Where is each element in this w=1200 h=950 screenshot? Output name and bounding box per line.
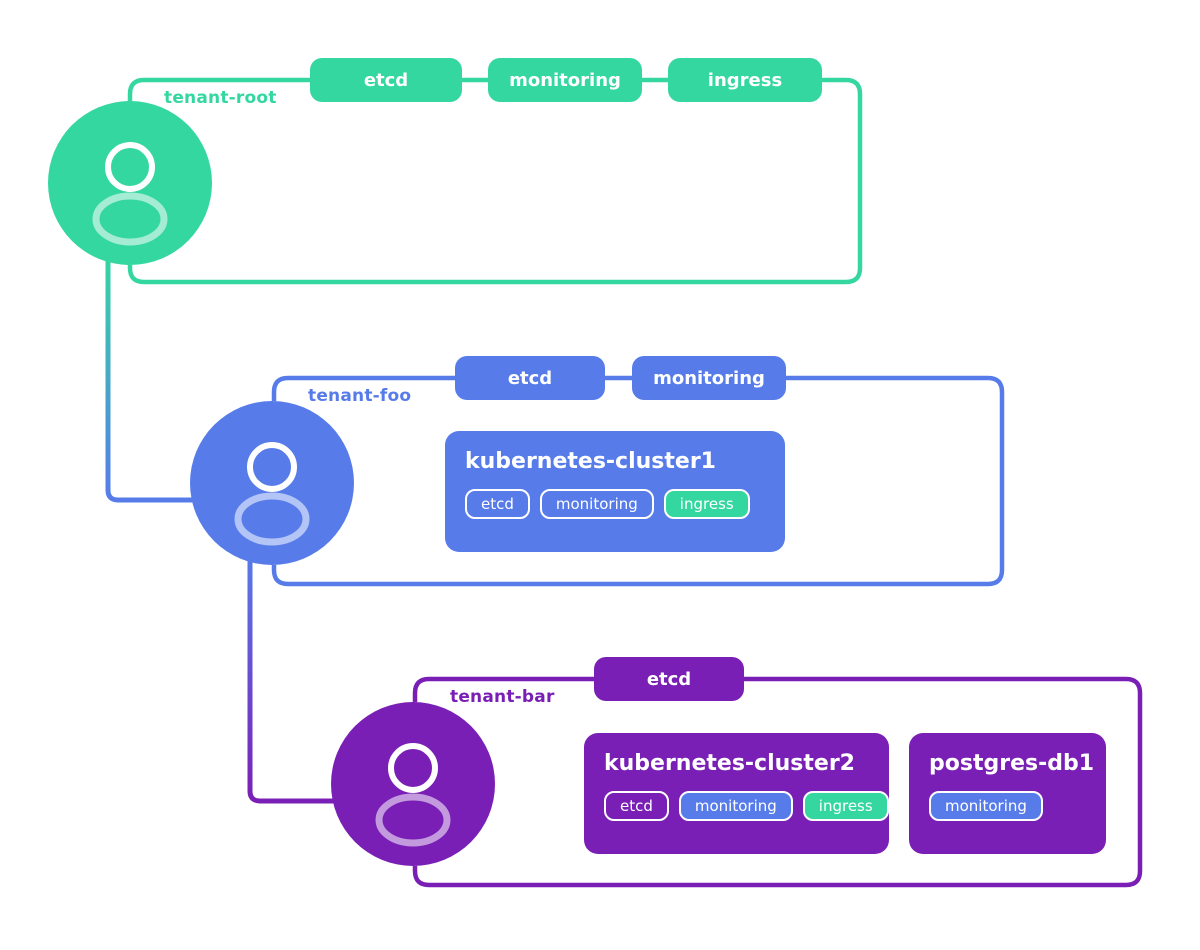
resource-card-chip-list: monitoring <box>929 791 1086 821</box>
tenant-foo-service-monitoring[interactable]: monitoring <box>632 356 786 400</box>
tenant-root-avatar[interactable] <box>48 101 212 265</box>
tenant-bar-label: tenant-bar <box>450 687 555 707</box>
tenant-root-label: tenant-root <box>164 88 277 108</box>
connector-foo-to-bar <box>247 550 355 804</box>
tenant-bar-container-outline <box>412 676 1143 888</box>
user-avatar-icon <box>234 442 310 546</box>
resource-chip-monitoring[interactable]: monitoring <box>929 791 1043 821</box>
user-avatar-icon <box>92 142 168 246</box>
tenant-foo-service-etcd[interactable]: etcd <box>455 356 605 400</box>
resource-chip-ingress[interactable]: ingress <box>663 489 750 519</box>
tenant-root-service-monitoring[interactable]: monitoring <box>488 58 642 102</box>
resource-chip-etcd[interactable]: etcd <box>465 489 530 519</box>
tenant-foo-label: tenant-foo <box>308 386 412 406</box>
tenant-foo-container-outline <box>271 375 1005 587</box>
resource-card-chip-list: etcd monitoring ingress <box>465 489 765 519</box>
resource-card-chip-list: etcd monitoring ingress <box>604 791 889 821</box>
resource-chip-etcd[interactable]: etcd <box>604 791 669 821</box>
resource-chip-ingress[interactable]: ingress <box>802 791 889 821</box>
tenant-bar-avatar[interactable] <box>331 702 495 866</box>
tenant-root-container-outline <box>127 77 863 285</box>
resource-card-kubernetes-cluster2[interactable]: kubernetes-cluster2 etcd monitoring ingr… <box>584 733 889 854</box>
resource-card-kubernetes-cluster1[interactable]: kubernetes-cluster1 etcd monitoring ingr… <box>445 431 785 552</box>
resource-card-title: kubernetes-cluster2 <box>604 751 855 776</box>
resource-chip-monitoring[interactable]: monitoring <box>678 791 793 821</box>
resource-card-title: kubernetes-cluster1 <box>465 449 716 474</box>
user-avatar-icon <box>375 743 451 847</box>
resource-chip-monitoring[interactable]: monitoring <box>539 489 654 519</box>
tenant-foo-avatar[interactable] <box>190 401 354 565</box>
resource-card-title: postgres-db1 <box>929 751 1095 776</box>
tenant-bar-service-etcd[interactable]: etcd <box>594 657 744 701</box>
tenant-root-service-ingress[interactable]: ingress <box>668 58 822 102</box>
resource-card-postgres-db1[interactable]: postgres-db1 monitoring <box>909 733 1106 854</box>
connector-root-to-foo <box>105 249 213 503</box>
tenant-root-service-etcd[interactable]: etcd <box>310 58 462 102</box>
